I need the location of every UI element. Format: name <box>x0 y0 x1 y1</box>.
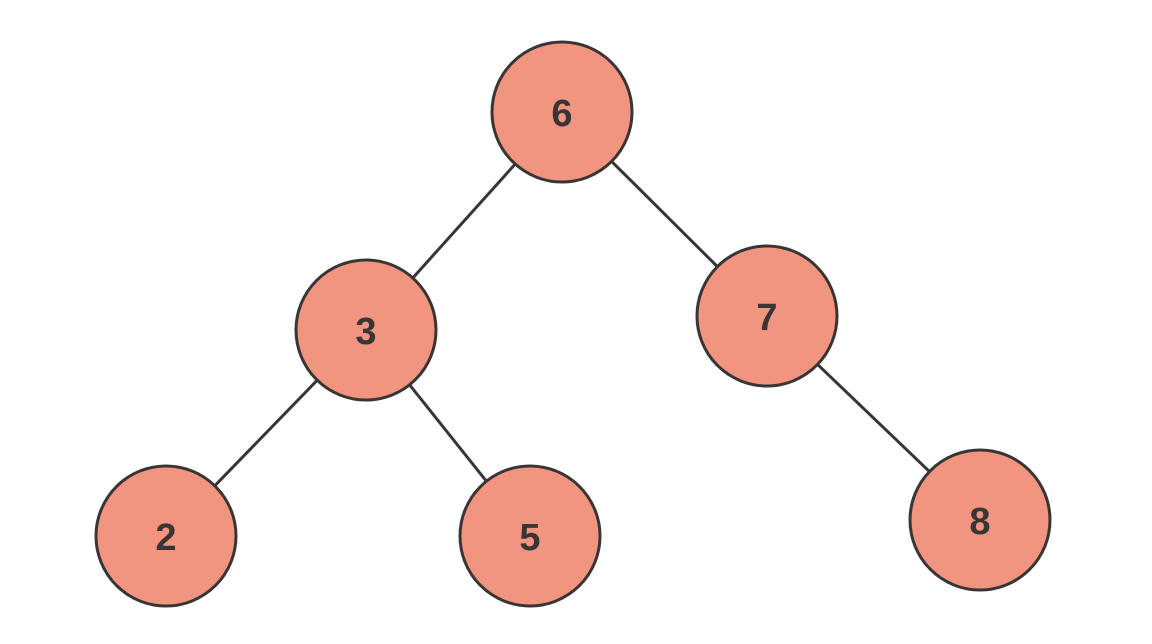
tree-node-circle <box>695 244 839 388</box>
tree-node-label: 8 <box>969 501 990 543</box>
tree-node: 7 <box>695 244 839 388</box>
tree-node: 6 <box>490 40 634 184</box>
tree-edge <box>610 160 719 268</box>
tree-edge <box>213 379 319 487</box>
tree-edge <box>411 163 517 279</box>
edges-layer <box>213 160 931 487</box>
tree-node: 3 <box>294 258 438 402</box>
tree-node-label: 2 <box>155 517 176 559</box>
tree-node-label: 6 <box>551 93 572 135</box>
tree-node-circle <box>294 258 438 402</box>
tree-node: 2 <box>94 464 238 608</box>
nodes-layer: 6 3 7 2 5 8 <box>94 40 1052 608</box>
tree-edge <box>816 363 931 473</box>
tree-edge <box>408 383 488 483</box>
tree-node-label: 7 <box>756 297 777 339</box>
tree-node-circle <box>490 40 634 184</box>
tree-node: 8 <box>908 448 1052 592</box>
tree-node-circle <box>458 464 602 608</box>
tree-node-label: 3 <box>355 311 376 353</box>
tree-node: 5 <box>458 464 602 608</box>
tree-node-circle <box>908 448 1052 592</box>
tree-node-circle <box>94 464 238 608</box>
tree-node-label: 5 <box>519 517 540 559</box>
